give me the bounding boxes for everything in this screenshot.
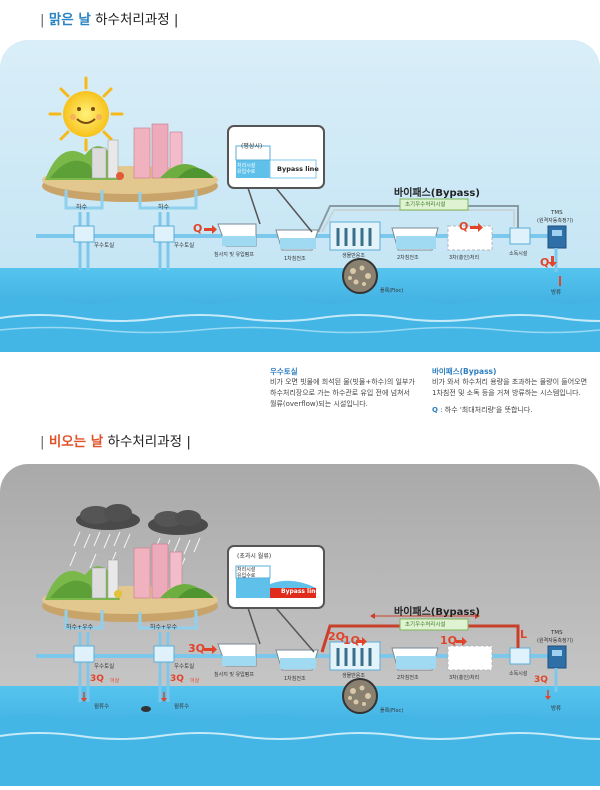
facility-tertiary: 3차(총인)처리 bbox=[449, 255, 480, 261]
overflow-water-right: 월류수 bbox=[174, 704, 190, 710]
city-island-rainy bbox=[42, 543, 218, 622]
chamber-right-label: 우수토실 bbox=[174, 243, 195, 249]
rainy-facility-bio: 생물반응조 bbox=[342, 673, 366, 679]
rainy-tms-label: TMS bbox=[551, 630, 563, 636]
flow-bypass-return: L bbox=[520, 628, 528, 641]
facility-secondary: 2차침전조 bbox=[397, 255, 419, 261]
rainy-box-inflow-label-2: 유입수로 bbox=[237, 573, 256, 579]
rainy-early-rain-facility: 초기우수처리시설 bbox=[405, 622, 446, 628]
explain-chamber: 우수토실 비가 오면 빗물에 희석된 물(빗물+하수)의 일부가 하수처리장으로… bbox=[270, 366, 430, 410]
facility-grit: 침사지 및 유입펌프 bbox=[214, 252, 254, 258]
rainy-facility-disinfection: 소독시설 bbox=[509, 671, 528, 677]
overflow-water-left: 월류수 bbox=[94, 704, 110, 710]
rainy-facility-primary: 1차침전조 bbox=[284, 676, 306, 682]
discharge-label: 방류 bbox=[551, 290, 562, 296]
tms-label: TMS bbox=[551, 210, 563, 216]
rainy-title: | 비오는 날 하수처리과정 | bbox=[40, 434, 191, 450]
explain-q-text: : 하수 '최대처리량'을 뜻합니다. bbox=[437, 406, 533, 414]
disinfection-facility bbox=[509, 227, 531, 245]
tms-sub: (원격자동측정기) bbox=[537, 218, 574, 224]
floc-label: 플록(Floc) bbox=[380, 288, 404, 294]
explain-chamber-title: 우수토실 bbox=[270, 367, 298, 376]
normal-box-heading: (평상시) bbox=[241, 143, 263, 150]
rainy-pipe-label-right: 하수+우수 bbox=[150, 624, 178, 631]
q-tertiary: Q bbox=[459, 220, 469, 233]
rainy-floc-label: 플록(Floc) bbox=[380, 708, 404, 714]
rainwater-chamber-left bbox=[73, 225, 95, 243]
sunny-diagram bbox=[0, 40, 600, 352]
pipe-label-left: 하수 bbox=[76, 204, 88, 211]
rainy-facility-secondary: 2차침전조 bbox=[397, 675, 419, 681]
rainy-diagram bbox=[0, 464, 600, 786]
overflow-right-suffix: 이상 bbox=[190, 678, 200, 684]
explain-q-key: Q bbox=[432, 406, 438, 414]
sun-icon bbox=[48, 76, 124, 152]
rain-cloud-icon bbox=[76, 504, 208, 535]
chamber-left-label: 우수토실 bbox=[94, 243, 115, 249]
explain-bypass: 바이패스(Bypass) 비가 와서 하수처리 용량을 초과하는 물량이 들어오… bbox=[432, 366, 598, 416]
flow-bio-1q: 1Q bbox=[343, 634, 361, 647]
rainy-chamber-right: 우수토실 bbox=[174, 664, 195, 670]
rainy-box-line-label: Bypass line bbox=[281, 588, 320, 595]
rainy-discharge-label: 방류 bbox=[551, 706, 562, 712]
explain-chamber-line: 월류(overflow)되는 시설입니다. bbox=[270, 400, 368, 408]
explain-chamber-line: 하수처리장으로 가는 하수관로 유입 전에 넘쳐서 bbox=[270, 389, 410, 397]
pipe-label-right: 하수 bbox=[158, 204, 170, 211]
explain-q: Q : 하수 '최대처리량'을 뜻합니다. bbox=[432, 405, 598, 416]
floc-magnifier bbox=[342, 258, 378, 294]
rainy-pipe-label-left: 하수+우수 bbox=[66, 624, 94, 631]
q-discharge: Q bbox=[540, 256, 550, 269]
early-rain-facility: 초기우수처리시설 bbox=[405, 202, 446, 208]
tertiary-treatment bbox=[447, 225, 493, 251]
explain-chamber-line: 비가 오면 빗물에 희석된 물(빗물+하수)의 일부가 bbox=[270, 378, 415, 386]
flow-inlet-3q: 3Q bbox=[188, 642, 206, 655]
box-inflow-label-1: 처리시설 bbox=[237, 163, 256, 169]
box-inflow-label-2: 유입수로 bbox=[237, 169, 256, 175]
overflow-right-3q: 3Q bbox=[170, 674, 184, 684]
rainy-bypass-title: 바이패스(Bypass) bbox=[394, 607, 480, 618]
facility-disinfection: 소독시설 bbox=[509, 251, 528, 257]
box-line-label: Bypass line bbox=[277, 165, 319, 173]
flow-bypass-2q: 2Q bbox=[328, 630, 346, 643]
overflow-box-heading: (초과시 월류) bbox=[237, 553, 272, 560]
rainy-tms-sub: (원격자동측정기) bbox=[537, 638, 574, 644]
rainy-q-discharge: 3Q bbox=[534, 675, 548, 685]
tms-device bbox=[547, 225, 567, 249]
q-inlet: Q bbox=[193, 222, 203, 235]
rainy-facility-tertiary: 3차(총인)처리 bbox=[449, 675, 480, 681]
sunny-bypass-title: 바이패스(Bypass) bbox=[394, 188, 480, 199]
flow-secondary-1q: 1Q bbox=[440, 634, 458, 647]
overflow-left-3q: 3Q bbox=[90, 674, 104, 684]
facility-primary: 1차침전조 bbox=[284, 256, 306, 262]
rainy-chamber-left: 우수토실 bbox=[94, 664, 115, 670]
explain-bypass-title: 바이패스(Bypass) bbox=[432, 367, 497, 376]
rainy-box-inflow-label-1: 처리시설 bbox=[237, 567, 256, 573]
overflow-left-suffix: 이상 bbox=[110, 678, 120, 684]
early-rain-facility-box bbox=[399, 198, 469, 211]
facility-bio: 생물반응조 bbox=[342, 253, 366, 259]
city-island bbox=[42, 123, 218, 202]
rainy-facility-grit: 침사지 및 유입펌프 bbox=[214, 672, 254, 678]
sunny-title: | 맑은 날 하수처리과정 | bbox=[40, 12, 179, 28]
rainwater-chamber-right bbox=[153, 225, 175, 243]
explain-bypass-line: 비가 와서 하수처리 용량을 초과하는 물량이 들어오면 bbox=[432, 378, 588, 386]
explain-bypass-line: 1차침전 및 소독 등을 거쳐 방류하는 시스템입니다. bbox=[432, 389, 581, 397]
